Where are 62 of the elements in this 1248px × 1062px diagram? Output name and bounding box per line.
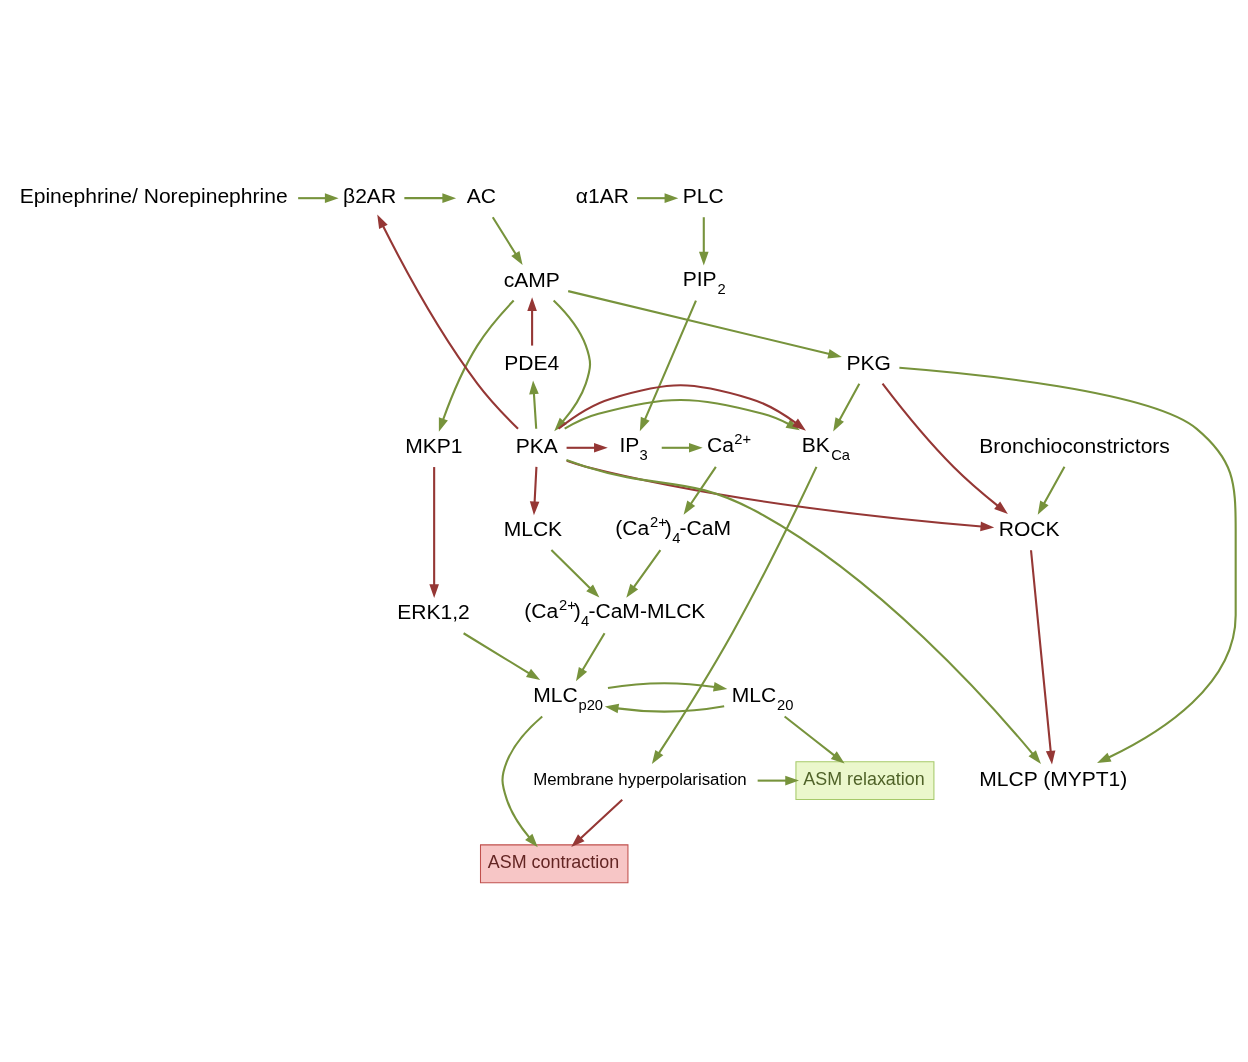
arrow xyxy=(1029,550,1056,765)
node-text: β2AR xyxy=(343,184,397,208)
node-text: PKA xyxy=(515,434,558,458)
node-text: PIP$_{2}$ xyxy=(682,266,726,297)
arrow xyxy=(626,549,662,598)
node-text: (Ca$^{2+}$)$_{4}$-CaM-MLCK xyxy=(524,597,706,630)
arrow xyxy=(557,384,806,431)
node-text: cAMP xyxy=(503,267,560,291)
node-text: MLCP (MYPT1) xyxy=(979,766,1128,790)
node-text: MLCK xyxy=(503,517,563,541)
arrow xyxy=(575,632,606,682)
node-text: Bronchioconstrictors xyxy=(979,434,1170,458)
node-text: IP$_{3}$ xyxy=(619,433,648,464)
arrow xyxy=(881,383,1008,514)
arrow xyxy=(1037,466,1066,515)
node-text: Epinephrine/ Norepinephrine xyxy=(19,184,288,208)
node-text: Membrane hyperpolarisation xyxy=(533,769,747,789)
arrow xyxy=(298,193,339,203)
node-text: PLC xyxy=(682,184,724,208)
arrow xyxy=(438,299,515,432)
arrow xyxy=(564,399,800,431)
node-text: BK$_{Ca}$ xyxy=(801,433,851,464)
arrow xyxy=(661,443,703,453)
arrow xyxy=(571,798,623,847)
node-text: AC xyxy=(466,184,497,208)
arrow xyxy=(699,217,709,266)
node-text: (Ca$^{2+}$)$_{4}$-CaM xyxy=(615,514,732,547)
arrow xyxy=(783,715,845,764)
arrow xyxy=(429,467,439,599)
arrow xyxy=(607,682,728,692)
node-text: Ca$^{2+}$ xyxy=(706,431,752,457)
arrow xyxy=(566,443,608,453)
node-text: α1AR xyxy=(575,184,629,208)
node-text: MKP1 xyxy=(405,434,463,458)
arrow xyxy=(529,466,540,516)
arrow xyxy=(604,703,725,714)
arrow xyxy=(833,383,861,432)
node-text: ERK1,2 xyxy=(397,600,470,624)
node-text: MLC$_{20}$ xyxy=(731,682,794,713)
arrow xyxy=(637,193,679,203)
arrow xyxy=(639,300,697,432)
arrow xyxy=(527,297,537,346)
arrow xyxy=(566,459,995,532)
arrow xyxy=(463,632,541,681)
arrow xyxy=(899,366,1237,763)
arrow xyxy=(757,775,799,786)
arrow xyxy=(529,380,539,429)
node-text: MLC$_{p20}$ xyxy=(533,682,604,713)
arrow xyxy=(550,549,600,598)
arrow xyxy=(491,216,523,266)
arrow xyxy=(377,214,519,430)
node-text: PKG xyxy=(846,350,891,374)
node-box: ASM contraction xyxy=(479,844,629,884)
arrow xyxy=(683,466,717,515)
arrow xyxy=(501,715,543,848)
arrow xyxy=(404,193,457,203)
node-text: ROCK xyxy=(998,517,1060,541)
arrow xyxy=(651,466,818,765)
node-box: ASM relaxation xyxy=(795,761,935,801)
node-text: PDE4 xyxy=(504,350,560,374)
arrow xyxy=(567,290,842,359)
arrow xyxy=(566,459,1041,764)
